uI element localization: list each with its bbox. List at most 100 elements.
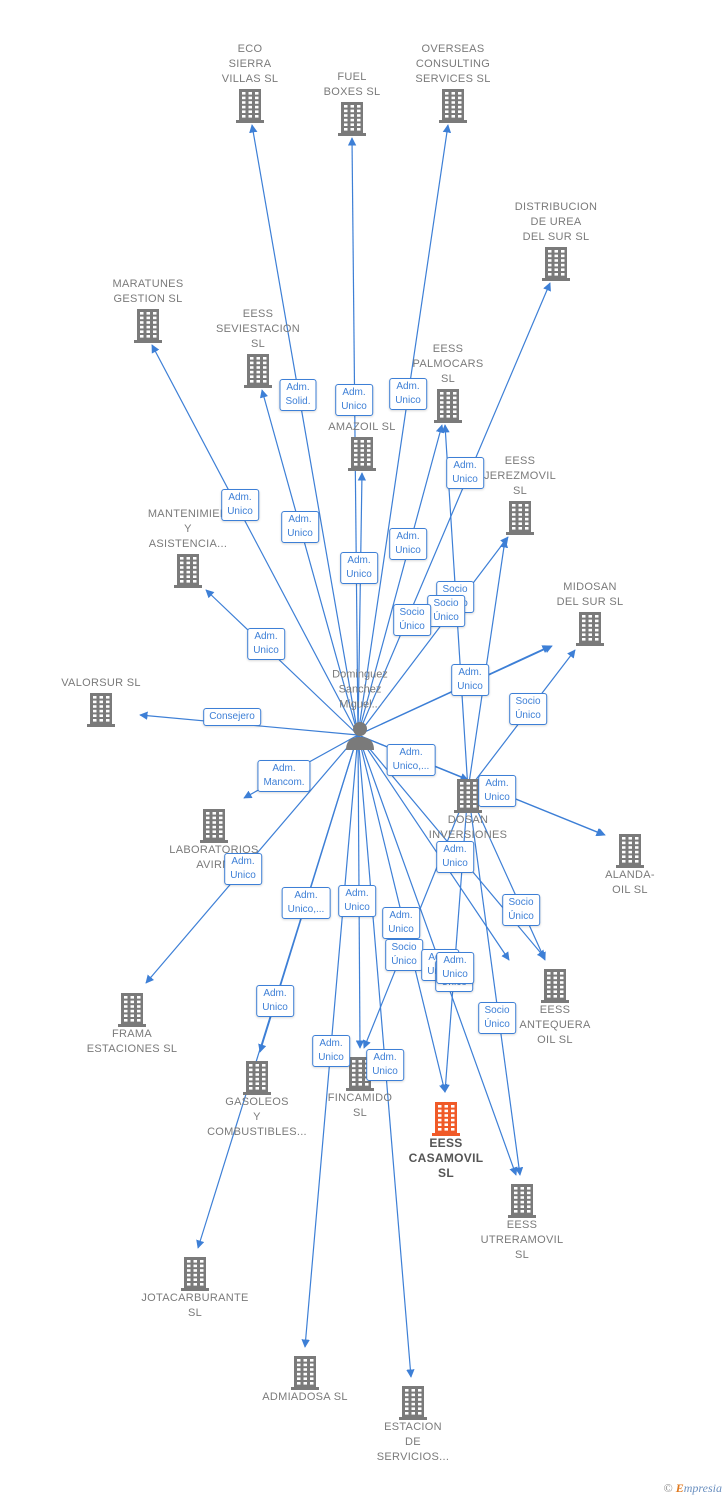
building-icon[interactable] [133,307,163,343]
edge-label-e29[interactable]: Adm. Unico [366,1049,404,1081]
building-icon[interactable] [347,435,377,471]
edge-label-e3[interactable]: Adm. Unico [389,378,427,410]
edge-label-e2[interactable]: Adm. Unico [335,384,373,416]
edge-label-e17[interactable]: Adm. Unico,... [386,744,436,776]
edge-label-e28[interactable]: Adm. Unico [312,1035,350,1067]
company-label-dosan[interactable]: DOSAN INVERSIONES [428,814,508,841]
edge-label-e31[interactable]: Adm. Unico [436,952,474,984]
edge-label-e10[interactable]: Socio Único [427,595,465,627]
company-node-utreramovil[interactable]: EESS UTRERAMOVIL SL [462,1182,582,1263]
edge-label-e11[interactable]: Socio Único [393,604,431,636]
company-node-jotacarburante[interactable]: JOTACARBURANTE SL [135,1255,255,1321]
company-node-seviestacion[interactable]: EESS SEVIESTACION SL [198,307,318,388]
company-label-distribucion[interactable]: DISTRIBUCION DE UREA DEL SUR SL [514,201,598,243]
company-label-gasoleos[interactable]: GASOLEOS Y COMBUSTIBLES... [207,1096,307,1138]
company-node-frama[interactable]: FRAMA ESTACIONES SL [72,991,192,1057]
building-icon[interactable] [438,87,468,123]
company-node-estacion[interactable]: ESTACION DE SERVICIOS... [353,1384,473,1465]
company-node-casamovil[interactable]: EESS CASAMOVIL SL [386,1100,506,1181]
edge-label-e23[interactable]: Socio Único [502,894,540,926]
company-label-palmocars[interactable]: EESS PALMOCARS SL [412,343,484,385]
company-label-midosan[interactable]: MIDOSAN DEL SUR SL [556,581,624,608]
company-node-distribucion[interactable]: DISTRIBUCION DE UREA DEL SUR SL [496,200,616,281]
company-node-eco[interactable]: ECO SIERRA VILLAS SL [190,42,310,123]
company-label-fuel[interactable]: FUEL BOXES SL [323,71,381,98]
company-label-amazoil[interactable]: AMAZOIL SL [328,421,396,433]
company-label-frama[interactable]: FRAMA ESTACIONES SL [86,1028,178,1055]
building-icon[interactable] [431,1100,461,1136]
company-label-fincamido[interactable]: FINCAMIDO SL [327,1092,393,1119]
building-icon[interactable] [615,832,645,868]
building-icon[interactable] [540,967,570,1003]
building-icon[interactable] [541,245,571,281]
center-person-label[interactable]: Dominguez Sanchez Miguel... [332,668,388,711]
company-label-mantenimien[interactable]: MANTENIMIEN Y ASISTENCIA... [147,508,229,550]
company-label-jotacarburante[interactable]: JOTACARBURANTE SL [141,1292,249,1319]
company-label-seviestacion[interactable]: EESS SEVIESTACION SL [215,308,301,350]
company-node-dosan[interactable]: DOSAN INVERSIONES [408,777,528,843]
building-icon[interactable] [242,1059,272,1095]
company-node-midosan[interactable]: MIDOSAN DEL SUR SL [530,580,650,646]
building-icon[interactable] [243,352,273,388]
building-icon[interactable] [505,499,535,535]
edge-label-e6[interactable]: Adm. Unico [446,457,484,489]
edge-label-e1[interactable]: Adm. Solid. [279,379,317,411]
building-icon[interactable] [453,777,483,813]
company-label-estacion[interactable]: ESTACION DE SERVICIOS... [376,1421,450,1463]
person-icon[interactable] [344,720,376,752]
building-icon[interactable] [86,691,116,727]
building-icon[interactable] [507,1182,537,1218]
edge-label-e14[interactable]: Socio Único [509,693,547,725]
edge-label-e13[interactable]: Adm. Unico [247,628,285,660]
company-node-laboratorios[interactable]: LABORATORIOS AVIRM [154,807,274,873]
edge-label-e20[interactable]: Adm. Unico [436,841,474,873]
edge-label-e21[interactable]: Adm. Unico,... [281,887,331,919]
building-icon[interactable] [180,1255,210,1291]
building-icon[interactable] [337,100,367,136]
edge-label-e16[interactable]: Adm. Mancom. [257,760,311,792]
edge-label-e25[interactable]: Socio Único [385,939,423,971]
edge-label-e32[interactable]: Socio Único [478,1002,516,1034]
edge-label-e19[interactable]: Adm. Unico [224,853,262,885]
building-icon[interactable] [290,1354,320,1390]
building-icon[interactable] [117,991,147,1027]
company-node-alanda[interactable]: ALANDA- OIL SL [570,832,690,898]
company-label-casamovil[interactable]: EESS CASAMOVIL SL [408,1136,484,1180]
company-label-valorsur[interactable]: VALORSUR SL [61,677,141,689]
company-node-fuel[interactable]: FUEL BOXES SL [292,70,412,136]
company-label-eco[interactable]: ECO SIERRA VILLAS SL [221,43,279,85]
building-icon[interactable] [398,1384,428,1420]
building-icon[interactable] [433,387,463,423]
edge-label-e27[interactable]: Adm. Unico [256,985,294,1017]
edge-label-e4[interactable]: Adm. Unico [221,489,259,521]
company-label-antequera[interactable]: EESS ANTEQUERA OIL SL [519,1004,591,1046]
company-label-admiadosa[interactable]: ADMIADOSA SL [262,1391,348,1403]
company-node-gasoleos[interactable]: GASOLEOS Y COMBUSTIBLES... [197,1059,317,1140]
edge-label-e18[interactable]: Adm. Unico [478,775,516,807]
company-node-maratunes[interactable]: MARATUNES GESTION SL [88,277,208,343]
company-label-jerezmovil[interactable]: EESS JEREZMOVIL SL [483,455,557,497]
building-icon[interactable] [199,807,229,843]
building-icon[interactable] [173,552,203,588]
building-icon[interactable] [235,87,265,123]
edge-label-e22[interactable]: Adm. Unico [338,885,376,917]
company-node-palmocars[interactable]: EESS PALMOCARS SL [388,342,508,423]
edge-label-e5[interactable]: Adm. Unico [281,511,319,543]
company-label-maratunes[interactable]: MARATUNES GESTION SL [112,278,184,305]
edge-label-e12[interactable]: Adm. Unico [451,664,489,696]
edge-label-e15[interactable]: Consejero [203,708,261,726]
company-node-jerezmovil[interactable]: EESS JEREZMOVIL SL [460,454,580,535]
edge-label-e24[interactable]: Adm. Unico [382,907,420,939]
company-label-utreramovil[interactable]: EESS UTRERAMOVIL SL [480,1219,564,1261]
company-node-valorsur[interactable]: VALORSUR SL [41,676,161,727]
company-node-admiadosa[interactable]: ADMIADOSA SL [245,1354,365,1405]
company-label-alanda[interactable]: ALANDA- OIL SL [605,869,655,896]
company-node-antequera[interactable]: EESS ANTEQUERA OIL SL [495,967,615,1048]
edge-label-e8[interactable]: Adm. Unico [389,528,427,560]
company-node-amazoil[interactable]: AMAZOIL SL [302,420,422,471]
company-node-overseas[interactable]: OVERSEAS CONSULTING SERVICES SL [393,42,513,123]
company-node-mantenimien[interactable]: MANTENIMIEN Y ASISTENCIA... [128,507,248,588]
company-label-overseas[interactable]: OVERSEAS CONSULTING SERVICES SL [415,43,491,85]
edge-label-e7[interactable]: Adm. Unico [340,552,378,584]
building-icon[interactable] [575,610,605,646]
